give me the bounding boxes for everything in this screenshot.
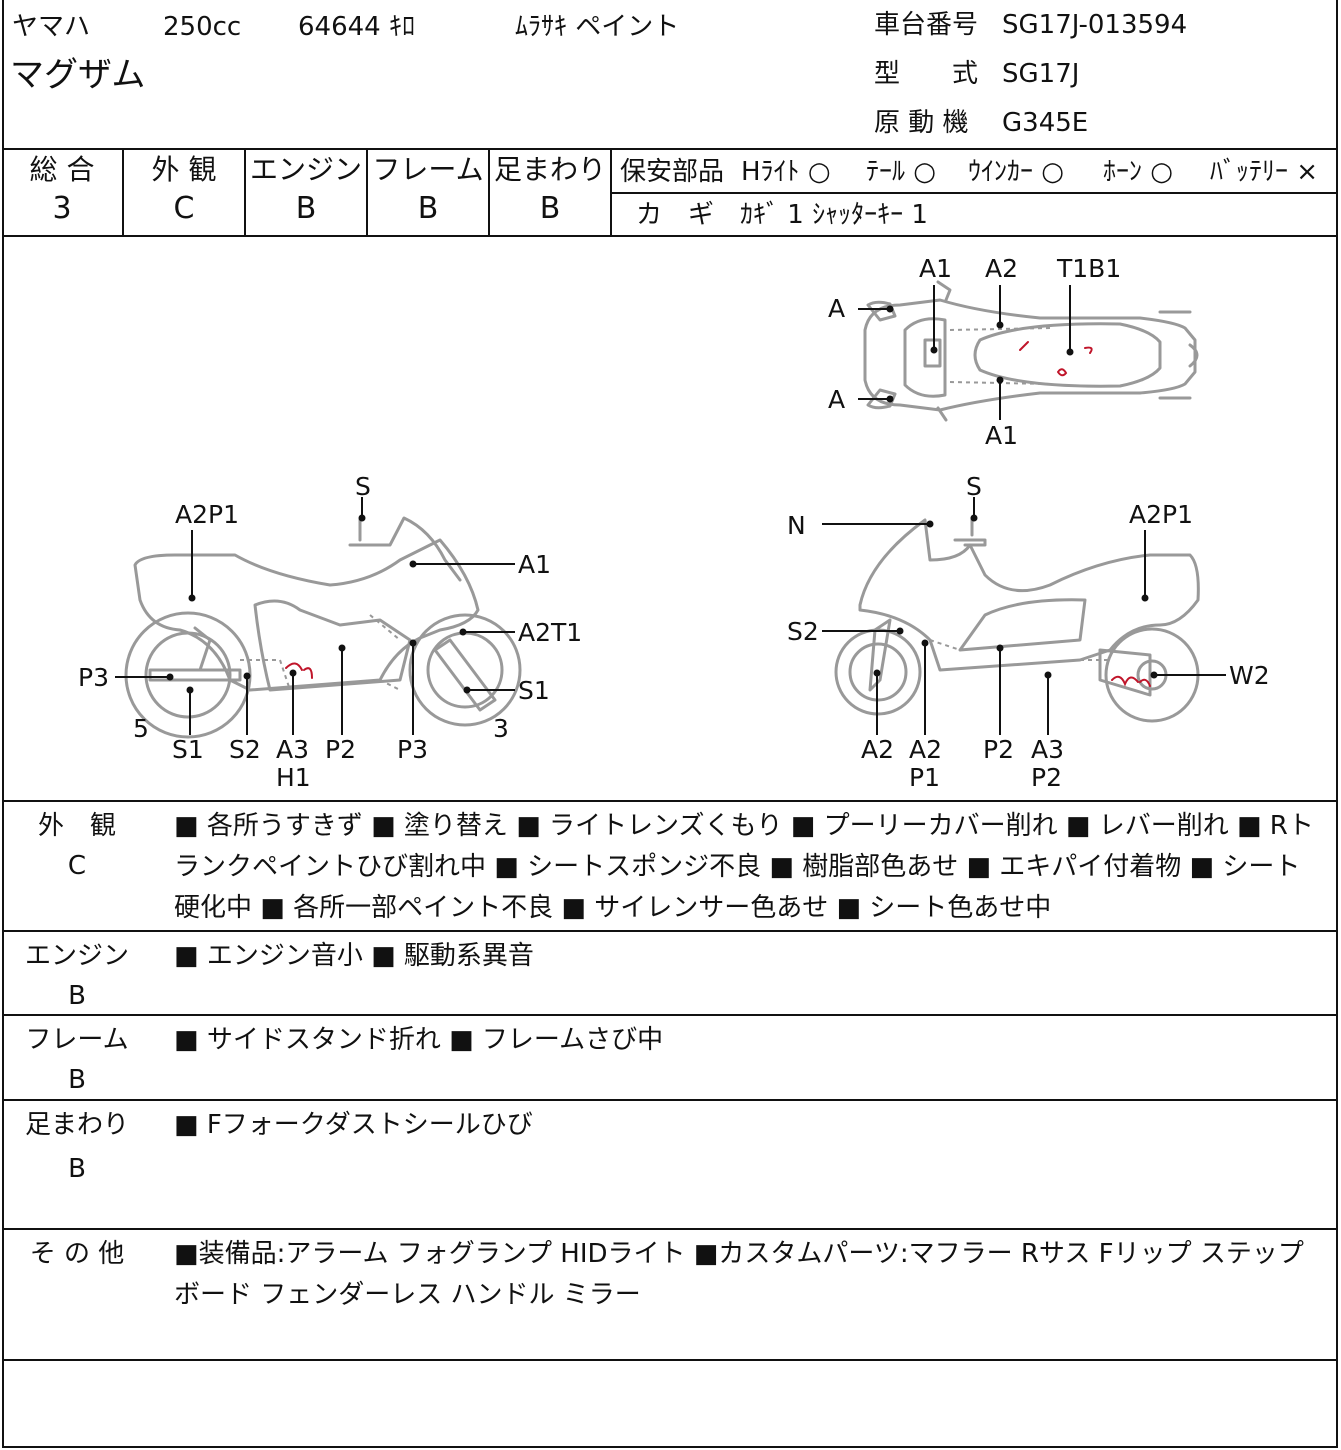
label-s1: S1	[172, 735, 204, 764]
label-w2: W2	[1229, 661, 1270, 690]
label-s: S	[966, 472, 982, 501]
label-p1: P1	[909, 763, 940, 792]
divider	[366, 148, 368, 236]
label-p2: P2	[325, 735, 356, 764]
divider	[2, 148, 1338, 150]
divider	[122, 148, 124, 236]
label-a-lower: A	[828, 385, 845, 414]
label-p2: P2	[983, 735, 1014, 764]
grade-exterior: 外 観 C	[124, 156, 244, 224]
label-a2p1: A2P1	[175, 500, 239, 529]
divider	[2, 930, 1338, 932]
divider	[244, 148, 246, 236]
grade-suspension: 足まわり B	[490, 156, 610, 224]
divider	[2, 235, 1338, 237]
section-other-label: そ の 他	[29, 1239, 125, 1269]
key-value: ｶｷﾞ 1 ｼｬｯﾀｰｷｰ 1	[740, 200, 928, 230]
label-p2b: P2	[1031, 763, 1062, 792]
label-s: S	[355, 472, 371, 501]
top-view-diagram: A1 A2 T1B1 A A A1	[828, 254, 1199, 450]
safety-winker: ｳｲﾝｶｰ ○	[968, 157, 1064, 187]
label-a-upper: A	[828, 294, 845, 323]
label-p3-left: P3	[78, 663, 109, 692]
mileage: 64644 ｷﾛ	[298, 12, 415, 42]
grade-label: 外 観	[151, 153, 217, 186]
maker: ヤマハ	[12, 12, 91, 42]
label-t1b1: T1B1	[1056, 254, 1121, 283]
safety-taillight: ﾃｰﾙ ○	[866, 157, 936, 187]
divider	[612, 192, 1338, 194]
grade-frame: フレーム B	[368, 156, 488, 224]
label-a1-top: A1	[919, 254, 952, 283]
safety-label: 保安部品	[620, 157, 725, 187]
grade-engine: エンジン B	[246, 156, 366, 224]
grade-label: 足まわり	[493, 153, 606, 186]
divider	[2, 1099, 1338, 1101]
label-s1-right: S1	[518, 676, 550, 705]
grade-value: B	[295, 191, 317, 226]
grade-value: 3	[52, 191, 72, 226]
label-n: N	[787, 511, 806, 540]
grade-value: C	[173, 191, 195, 226]
right-side-diagram: S N A2P1 S2 W2 A2 A2 P1 P2 A3 P2	[787, 472, 1270, 792]
section-exterior-text: ■ 各所うすきず ■ 塗り替え ■ ライトレンズくもり ■ プーリーカバー削れ …	[174, 811, 1314, 923]
displacement: 250cc	[163, 12, 242, 42]
body-color: ﾑﾗｻｷ ペイント	[515, 12, 680, 42]
divider	[2, 1014, 1338, 1016]
left-side-diagram: S A2P1 A1 A2T1 S1 P3 5 3 S1 S2 A3 H1 P2 …	[78, 472, 582, 792]
label-p3: P3	[397, 735, 428, 764]
grade-value: B	[417, 191, 439, 226]
frame-no: SG17J-013594	[1002, 10, 1188, 40]
label-a1-bottom: A1	[985, 421, 1018, 450]
grade-label: 総 合	[29, 153, 95, 186]
label-a1: A1	[518, 550, 551, 579]
section-other-text: ■装備品:アラーム フォグランプ HIDライト ■カスタムパーツ:マフラー Rサ…	[174, 1239, 1304, 1310]
label-s2: S2	[229, 735, 261, 764]
engine-value: G345E	[1002, 108, 1089, 138]
label-a3: A3	[1031, 735, 1064, 764]
divider	[2, 800, 1338, 802]
model-name: マグザム	[10, 55, 146, 95]
section-suspension-text: ■ Fフォークダストシールひび	[174, 1110, 533, 1140]
section-frame-text: ■ サイドスタンド折れ ■ フレームさび中	[174, 1025, 664, 1055]
grade-label: エンジン	[249, 153, 362, 186]
label-a2b: A2	[909, 735, 942, 764]
grade-overall: 総 合 3	[2, 156, 122, 224]
label-a3: A3	[276, 735, 309, 764]
label-a2t1: A2T1	[518, 618, 582, 647]
divider	[610, 148, 612, 236]
divider	[488, 148, 490, 236]
grade-value: B	[539, 191, 561, 226]
divider	[2, 1228, 1338, 1230]
label-h1: H1	[276, 763, 311, 792]
label-a2p1: A2P1	[1129, 500, 1193, 529]
engine-label: 原 動 機	[874, 108, 969, 138]
damage-diagram: A1 A2 T1B1 A A A1 S A2P1 A1 A2T1	[78, 254, 1270, 792]
frame-no-label: 車台番号	[874, 10, 979, 40]
section-engine-text: ■ エンジン音小 ■ 駆動系異音	[174, 941, 534, 971]
label-three: 3	[493, 714, 509, 743]
divider	[2, 1359, 1338, 1361]
safety-battery: ﾊﾞｯﾃﾘｰ ×	[1210, 157, 1319, 187]
grade-label: フレーム	[372, 153, 484, 186]
label-a2-top: A2	[985, 254, 1018, 283]
key-label: カ ギ	[636, 200, 715, 230]
type-value: SG17J	[1002, 59, 1080, 89]
label-a2: A2	[861, 735, 894, 764]
label-five: 5	[133, 714, 149, 743]
type-label: 型 式	[874, 59, 979, 89]
safety-headlight: Hﾗｲﾄ ○	[741, 157, 831, 187]
label-s2: S2	[787, 617, 819, 646]
safety-horn: ﾎｰﾝ ○	[1103, 157, 1173, 187]
